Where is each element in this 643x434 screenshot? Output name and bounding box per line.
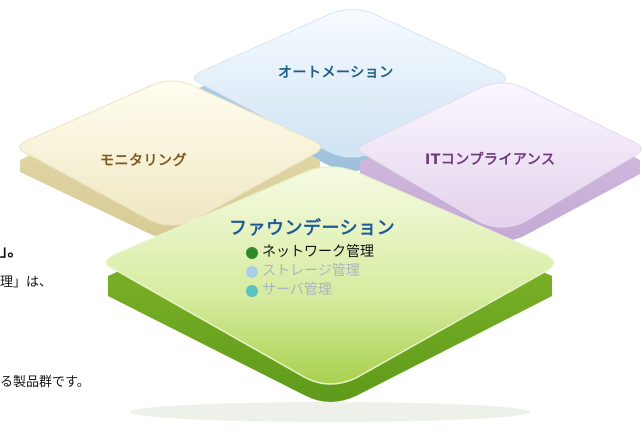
foundation-tile xyxy=(105,166,555,422)
compliance-label: ITコンプライアンス xyxy=(425,152,556,168)
foundation-item-label: ネットワーク管理 xyxy=(262,244,374,260)
left-text-line3: る製品群です。 xyxy=(0,375,90,390)
foundation-item-storage: ストレージ管理 xyxy=(246,262,374,281)
foundation-item-list: ネットワーク管理 ストレージ管理 サーバ管理 xyxy=(246,243,374,300)
bullet-icon xyxy=(246,246,258,259)
bullet-icon xyxy=(246,284,258,297)
bullet-icon xyxy=(246,265,258,278)
foundation-item-label: サーバ管理 xyxy=(262,282,332,298)
left-text-line2: 理」は、 xyxy=(0,275,53,290)
left-text-line1: 」。 xyxy=(0,242,23,260)
foundation-label: ファウンデーション xyxy=(229,218,396,239)
foundation-item-server: サーバ管理 xyxy=(246,281,374,300)
automation-label: オートメーション xyxy=(278,65,394,81)
foundation-item-label: ストレージ管理 xyxy=(262,263,360,279)
foundation-item-network: ネットワーク管理 xyxy=(246,243,374,262)
monitoring-label: モニタリング xyxy=(100,153,187,169)
